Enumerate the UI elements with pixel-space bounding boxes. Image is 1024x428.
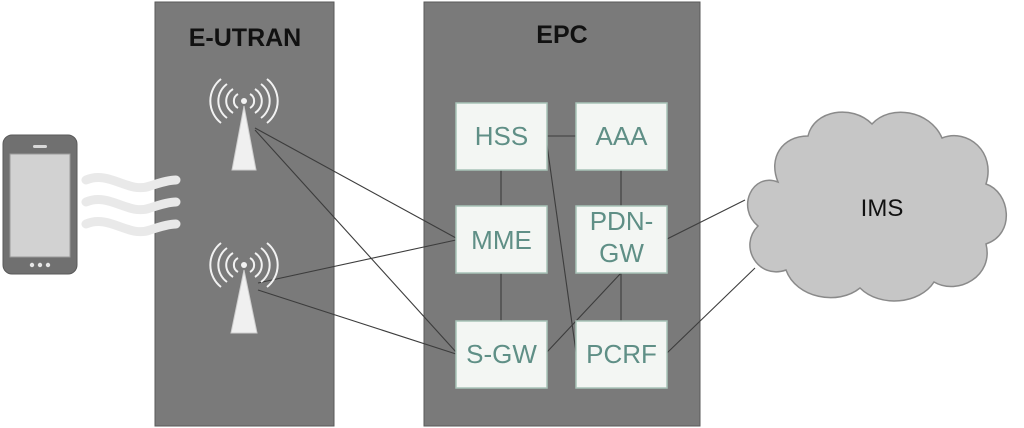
node-pdn-gw-label-line1: PDN- <box>590 206 654 236</box>
cell-tower-icon <box>209 242 279 334</box>
radio-waves-icon <box>81 173 181 237</box>
node-hss: HSS <box>455 102 548 171</box>
node-pdn-gw: PDN- GW <box>575 205 668 274</box>
node-pcrf-label: PCRF <box>586 339 657 369</box>
node-aaa: AAA <box>575 102 668 171</box>
cell-tower-icon <box>209 78 279 171</box>
eutran-panel: E-UTRAN <box>154 1 335 427</box>
ims-label: IMS <box>861 195 904 222</box>
node-aaa-label: AAA <box>595 121 648 151</box>
cloud-icon <box>746 111 1007 302</box>
node-mme: MME <box>455 205 548 274</box>
eutran-title: E-UTRAN <box>189 24 302 52</box>
link-enb1-sgw <box>254 129 457 353</box>
link-enb2-mme <box>257 239 457 284</box>
smartphone-icon <box>2 134 78 275</box>
connections <box>254 127 756 355</box>
node-pcrf: PCRF <box>575 320 668 389</box>
epc-title: EPC <box>536 21 587 49</box>
ims-cloud: IMS <box>746 111 1007 302</box>
link-pcrf-ims <box>666 267 756 354</box>
link-sgw-pdngw <box>546 272 622 353</box>
node-pdn-gw-label-line2: GW <box>599 238 644 268</box>
link-hss-pcrf <box>546 144 577 353</box>
node-mme-label: MME <box>471 225 532 255</box>
link-pdngw-ims <box>666 199 746 240</box>
link-enb2-sgw <box>257 289 457 355</box>
node-s-gw-label: S-GW <box>466 339 537 369</box>
link-enb1-mme <box>254 127 457 239</box>
node-hss-label: HSS <box>475 121 528 151</box>
node-s-gw: S-GW <box>455 320 548 389</box>
